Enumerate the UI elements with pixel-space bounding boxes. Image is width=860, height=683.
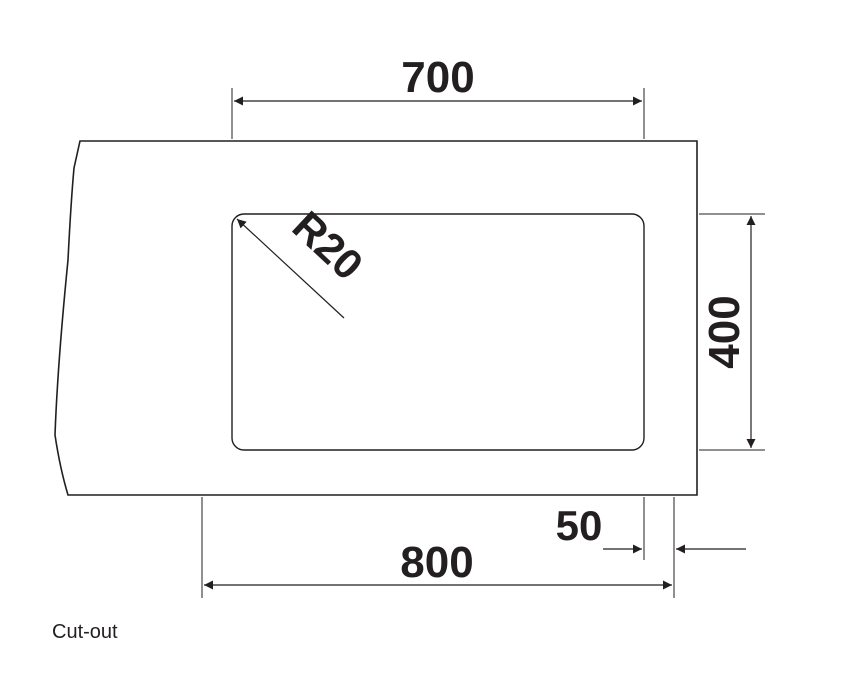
dimension-label-width-top: 700 <box>401 53 474 102</box>
caption: Cut-out <box>52 621 118 643</box>
radius-leader-line <box>236 218 345 319</box>
dimension-label-width-bottom: 800 <box>400 538 473 587</box>
dimension-label-radius: R20 <box>284 202 372 289</box>
dimension-label-offset: 50 <box>556 502 603 549</box>
dimension-label-height: 400 <box>700 295 749 368</box>
countertop-outline <box>54 140 698 496</box>
cutout-rectangle <box>231 213 645 451</box>
